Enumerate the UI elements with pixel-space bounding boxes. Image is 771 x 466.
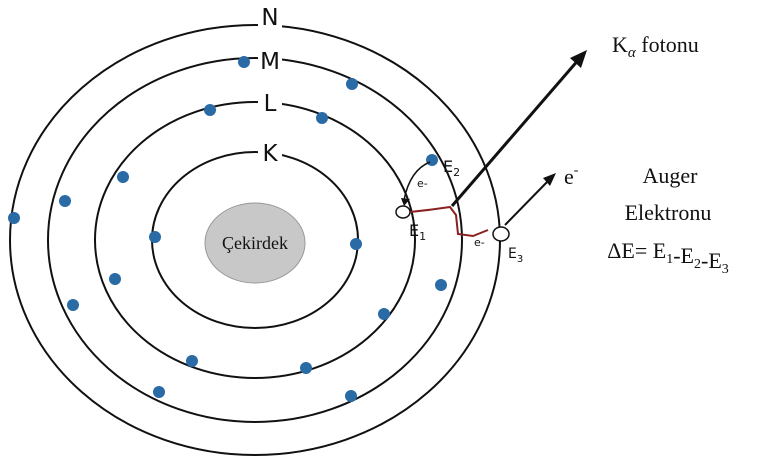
electron-l-6 xyxy=(186,355,198,367)
vacancy-e3 xyxy=(492,226,510,242)
level-label-e2: E2 xyxy=(443,157,460,179)
shell-label-n: N xyxy=(261,5,278,31)
shell-label-k: K xyxy=(262,141,278,167)
electron-l-3 xyxy=(117,171,129,183)
nucleus-label: Çekirdek xyxy=(222,233,288,253)
electron-l-2 xyxy=(316,112,328,124)
photon-label: Kα fotonu xyxy=(612,32,699,61)
auger-arrowhead xyxy=(543,173,556,186)
transition-arc-e2 xyxy=(403,161,431,201)
shell-label-l: L xyxy=(264,91,277,117)
electron-m-8 xyxy=(426,154,438,166)
level-label-e3: E3 xyxy=(508,246,523,265)
vacancy-label-upper: e- xyxy=(417,177,428,190)
electron-m-6 xyxy=(345,390,357,402)
electron-m-2 xyxy=(346,78,358,90)
electron-n-1 xyxy=(8,212,20,224)
vacancy-label-lower: e- xyxy=(474,236,485,249)
electron-l-1 xyxy=(204,104,216,116)
electron-l-5 xyxy=(378,308,390,320)
transition-arc-arrowhead xyxy=(401,198,410,206)
auger-subtitle: Elektronu xyxy=(625,200,712,225)
electron-m-7 xyxy=(435,279,447,291)
electron-k-1 xyxy=(149,231,161,243)
energy-transition-line xyxy=(409,205,489,238)
orbit-l xyxy=(94,101,416,379)
electron-m-4 xyxy=(67,299,79,311)
electrons xyxy=(8,56,447,402)
electron-l-7 xyxy=(300,362,312,374)
photon-arrow-line xyxy=(450,57,582,207)
nucleus xyxy=(204,202,306,284)
electron-m-3 xyxy=(59,195,71,207)
shell-label-m: M xyxy=(260,49,280,75)
photon-arrowhead xyxy=(570,50,587,68)
auger-title: Auger xyxy=(643,163,699,188)
electron-m-5 xyxy=(153,386,165,398)
electron-k-2 xyxy=(350,238,362,250)
orbit-m xyxy=(47,57,463,423)
auger-electron-symbol: e- xyxy=(564,163,579,189)
vacancy-e1 xyxy=(395,205,411,219)
auger-arrow-line xyxy=(504,179,550,226)
electron-l-4 xyxy=(109,273,121,285)
electron-m-1 xyxy=(238,56,250,68)
level-label-e1: E1 xyxy=(409,221,426,243)
auger-equation: ΔE= E1-E2-E3 xyxy=(607,238,729,277)
